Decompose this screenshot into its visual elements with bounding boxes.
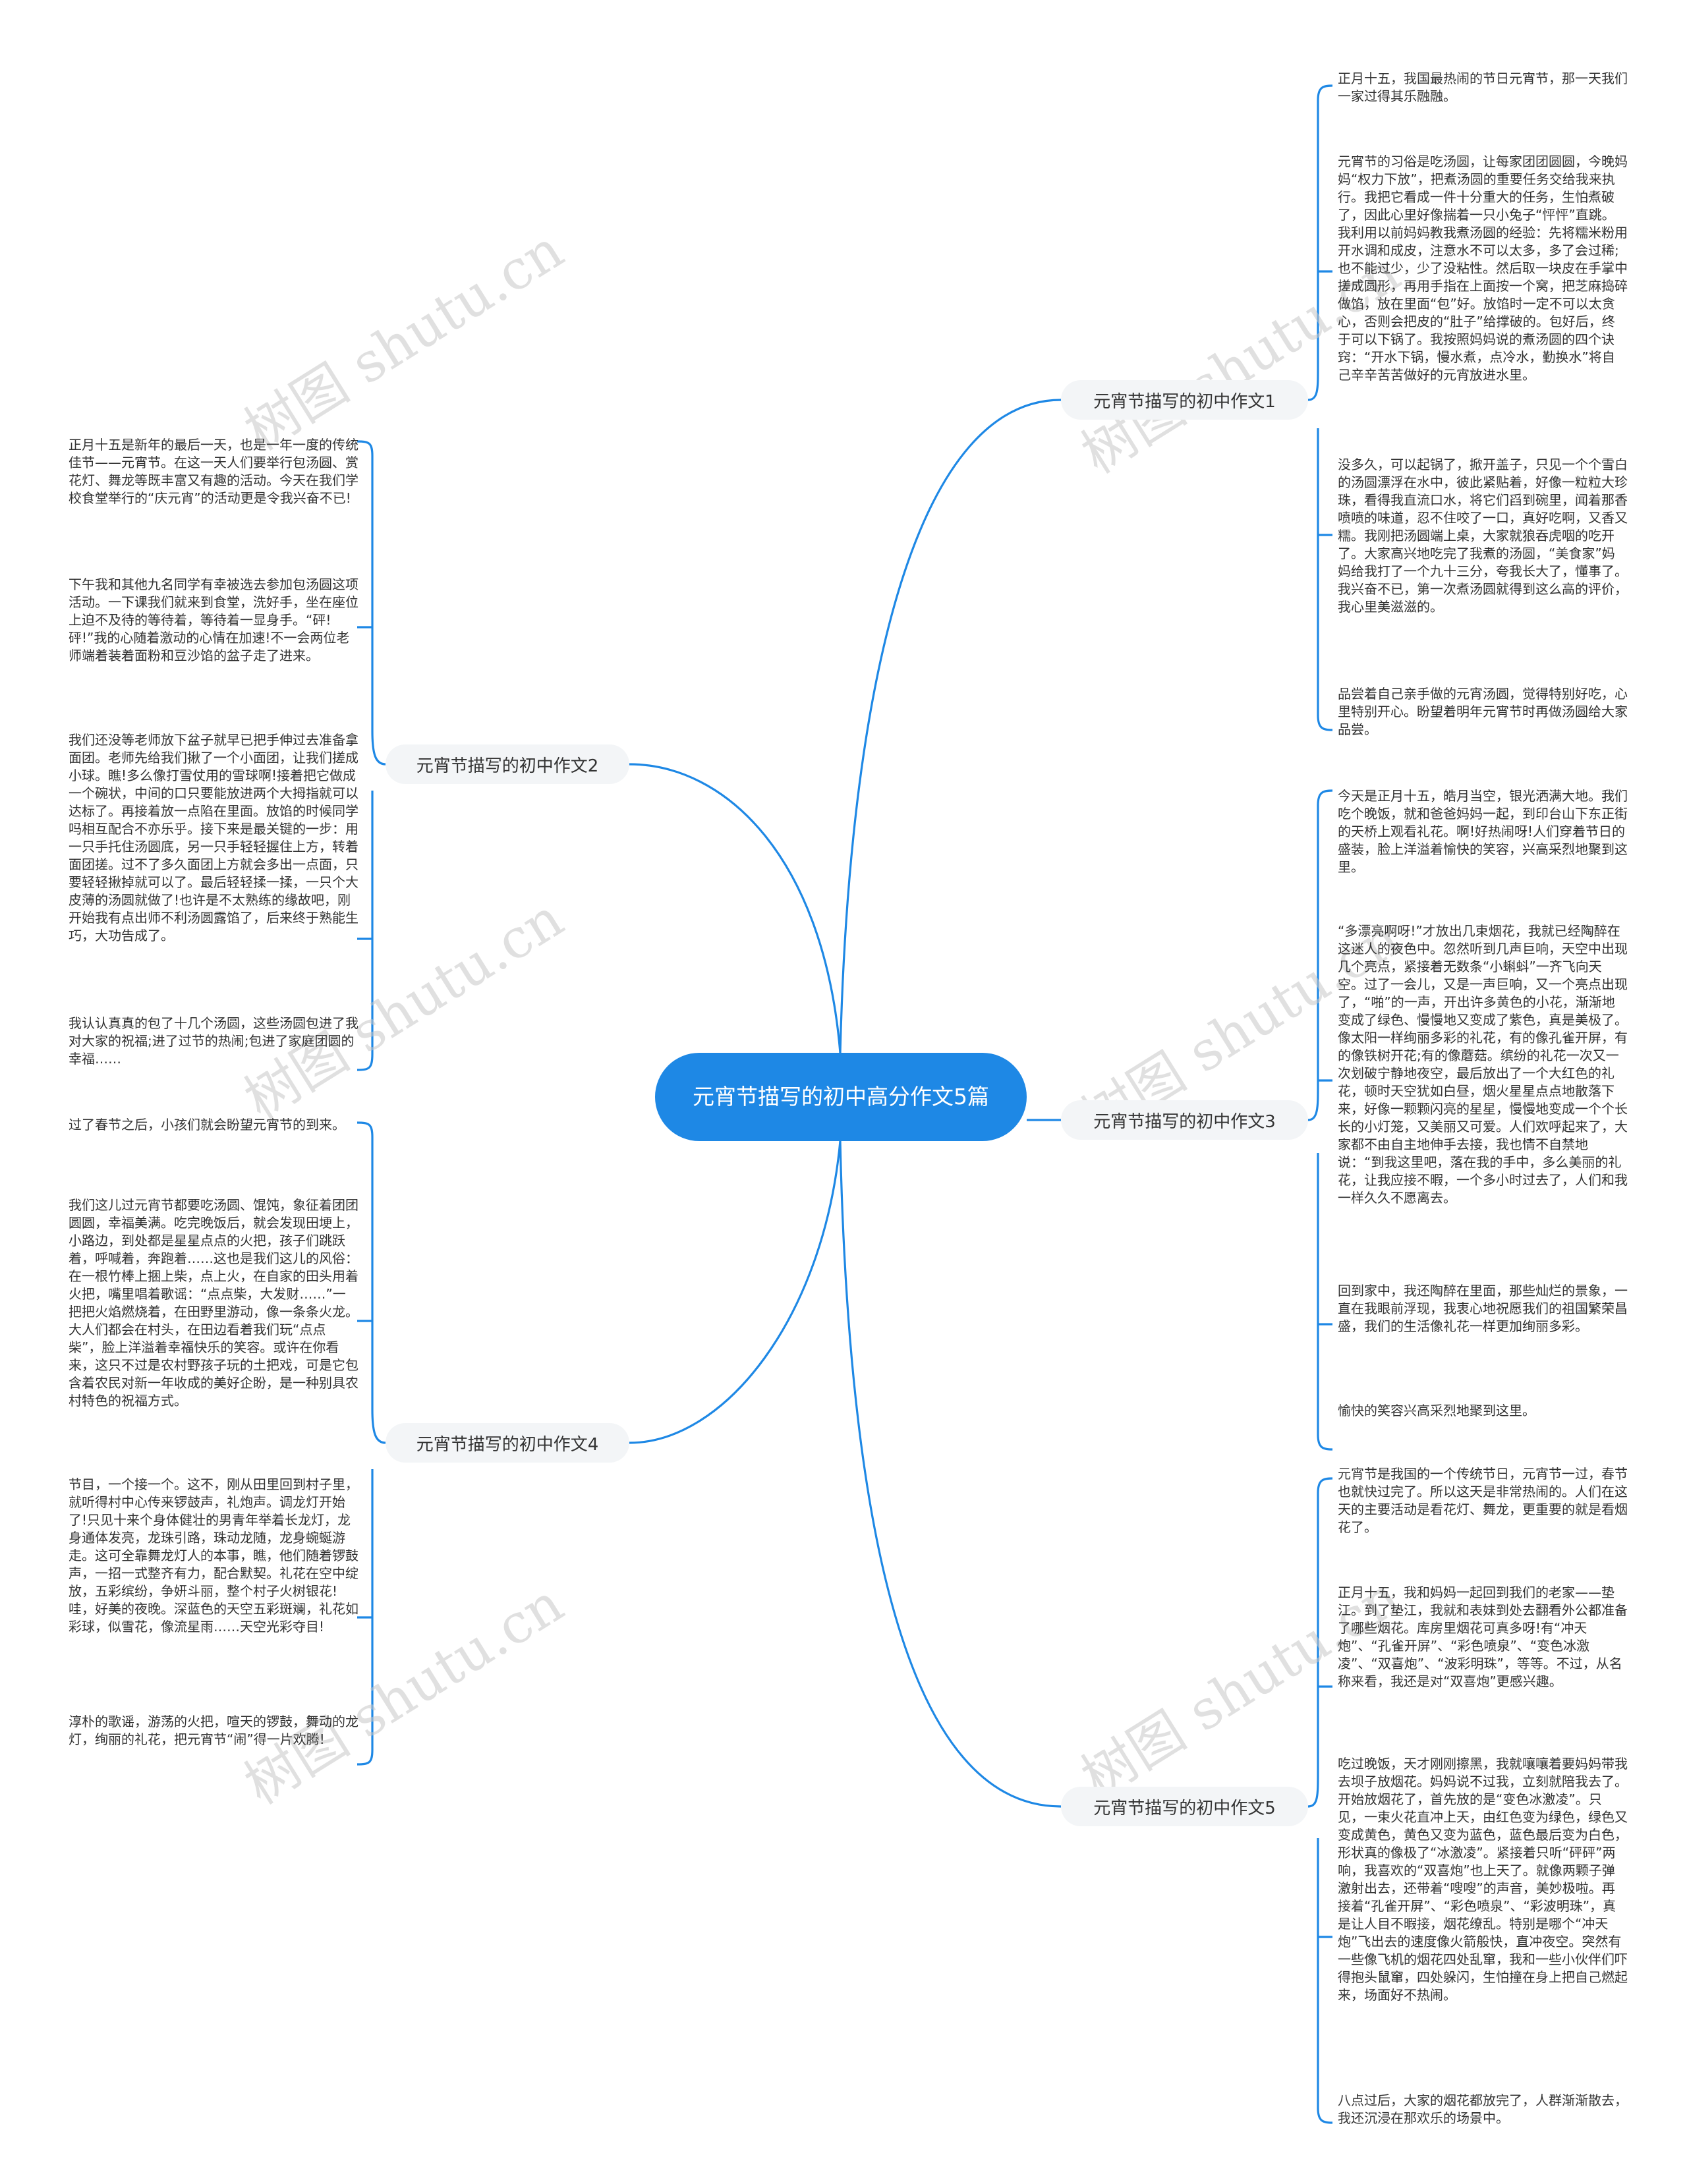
leaf-4-1: 过了春节之后，小孩们就会盼望元宵节的到来。 <box>69 1117 345 1133</box>
leaf-5-3: 吃过晚饭，天才刚刚擦黑，我就嚷嚷着要妈妈带我去坝子放烟花。妈妈说不过我，立刻就陪… <box>1338 1756 1628 2003</box>
leaf-4-4: 淳朴的歌谣，游荡的火把，喧天的锣鼓，舞动的龙灯，绚丽的礼花，把元宵节“闹”得一片… <box>69 1714 358 1747</box>
connector-root-branch-1 <box>839 399 1062 1053</box>
branch-topic-4[interactable]: 元宵节描写的初中作文4 <box>386 1423 629 1463</box>
branch-topic-4-label: 元宵节描写的初中作文4 <box>416 1434 599 1455</box>
branch-topic-2-label: 元宵节描写的初中作文2 <box>416 756 599 776</box>
bracket-branch-4 <box>357 1121 386 1766</box>
leaf-5-1: 元宵节是我国的一个传统节日，元宵节一过，春节也就快过完了。所以这天是非常热闹的。… <box>1338 1466 1628 1535</box>
leaf-2-2: 下午我和其他九名同学有幸被选去参加包汤圆这项活动。一下课我们就来到食堂，洗好手，… <box>69 576 358 663</box>
leaf-2-4: 我认认真真的包了十几个汤圆，这些汤圆包进了我对大家的祝福;进了过节的热闹;包进了… <box>69 1015 358 1067</box>
leaf-2-3: 我们还没等老师放下盆子就早已把手伸过去准备拿面团。老师先给我们揪了一个小面团，让… <box>69 732 358 943</box>
root-topic-label: 元宵节描写的初中高分作文5篇 <box>693 1084 989 1109</box>
bracket-branch-2 <box>357 440 386 1071</box>
branch-topic-1-label: 元宵节描写的初中作文1 <box>1093 391 1276 412</box>
leaf-3-1: 今天是正月十五，皓月当空，银光洒满大地。我们吃个晚饭，就和爸爸妈妈一起，到印台山… <box>1338 788 1628 875</box>
leaf-2-1: 正月十五是新年的最后一天，也是一年一度的传统佳节——元宵节。在这一天人们要举行包… <box>69 437 358 506</box>
branch-topic-1[interactable]: 元宵节描写的初中作文1 <box>1061 380 1308 420</box>
branch-topic-5[interactable]: 元宵节描写的初中作文5 <box>1061 1787 1308 1826</box>
leaf-4-2: 我们这儿过元宵节都要吃汤圆、馄饨，象征着团团圆圆，幸福美满。吃完晚饭后，就会发现… <box>69 1197 358 1409</box>
connector-root-branch-2 <box>629 763 842 1053</box>
leaf-1-2: 元宵节的习俗是吃汤圆，让每家团团圆圆，今晚妈妈“权力下放”，把煮汤圆的重要任务交… <box>1338 154 1628 383</box>
leaf-5-2: 正月十五，我和妈妈一起回到我们的老家——垫江。到了垫江，我就和表妹到处去翻看外公… <box>1338 1584 1628 1689</box>
leaf-4-3: 节目，一个接一个。这不，刚从田里回到村子里，就听得村中心传来锣鼓声，礼炮声。调龙… <box>69 1476 358 1635</box>
branch-topic-5-label: 元宵节描写的初中作文5 <box>1093 1798 1276 1818</box>
leaf-3-3: 回到家中，我还陶醉在里面，那些灿烂的景象，一直在我眼前浮现，我衷心地祝愿我们的祖… <box>1338 1283 1628 1334</box>
connector-root-branch-5 <box>839 1140 1062 1808</box>
bracket-branch-5 <box>1307 1477 1333 2124</box>
connector-root-branch-4 <box>629 1140 842 1444</box>
leaf-1-1: 正月十五，我国最热闹的节日元宵节，那一天我们一家过得其乐融融。 <box>1338 70 1628 104</box>
leaf-1-4: 品尝着自己亲手做的元宵汤圆，觉得特别好吃，心里特别开心。盼望着明年元宵节时再做汤… <box>1338 686 1628 737</box>
root-topic[interactable]: 元宵节描写的初中高分作文5篇 <box>655 1053 1027 1141</box>
leaf-3-4: 愉快的笑容兴高采烈地聚到这里。 <box>1338 1403 1535 1418</box>
leaf-1-3: 没多久，可以起锅了，掀开盖子，只见一个个雪白的汤圆漂浮在水中，彼此紧贴着，好像一… <box>1338 457 1628 615</box>
branch-topic-2[interactable]: 元宵节描写的初中作文2 <box>386 744 629 784</box>
bracket-branch-3 <box>1307 789 1333 1451</box>
leaf-5-4: 八点过后，大家的烟花都放完了，人群渐渐散去，我还沉浸在那欢乐的场景中。 <box>1338 2092 1628 2126</box>
leaf-3-2: “多漂亮啊呀!”才放出几束烟花，我就已经陶醉在这迷人的夜色中。忽然听到几声巨响，… <box>1338 923 1628 1206</box>
branch-topic-3[interactable]: 元宵节描写的初中作文3 <box>1061 1100 1308 1140</box>
branch-topic-3-label: 元宵节描写的初中作文3 <box>1093 1111 1276 1132</box>
bracket-branch-1 <box>1307 84 1333 731</box>
